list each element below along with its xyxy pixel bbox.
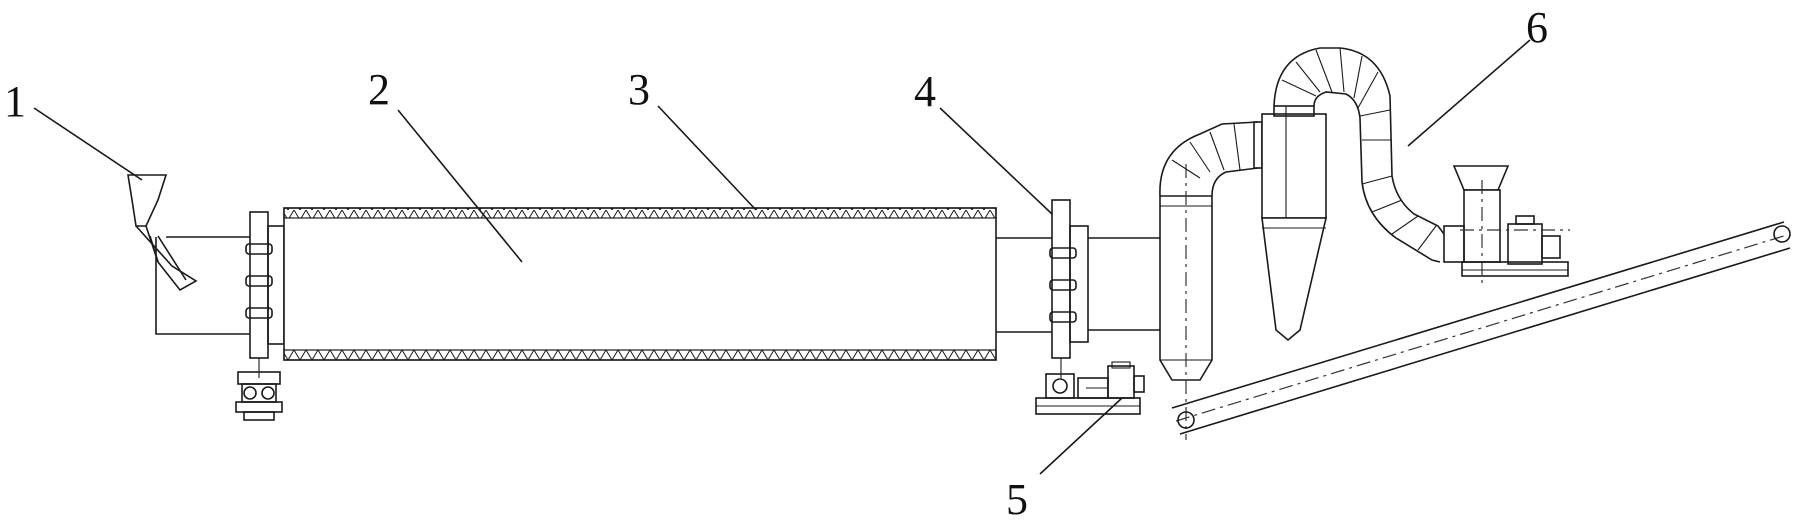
exhaust-fan bbox=[1443, 165, 1570, 286]
leader-lines bbox=[33, 39, 1531, 475]
drive-unit bbox=[1035, 361, 1145, 415]
inclined-conveyor bbox=[1171, 221, 1791, 435]
cyclone-separator bbox=[1261, 105, 1328, 342]
label-2: 2 bbox=[368, 65, 390, 114]
feed-hopper bbox=[127, 174, 250, 335]
inlet-support-roller bbox=[235, 371, 283, 421]
gooseneck-duct bbox=[1273, 47, 1445, 263]
label-5: 5 bbox=[1006, 475, 1028, 523]
label-4: 4 bbox=[914, 67, 936, 116]
label-3: 3 bbox=[628, 65, 650, 114]
exhaust-duct bbox=[1159, 121, 1263, 197]
label-1: 1 bbox=[4, 77, 26, 126]
outlet-shaft bbox=[996, 237, 1052, 333]
rotary-drum bbox=[283, 207, 997, 361]
inlet-riding-ring bbox=[245, 211, 285, 378]
discharge-connector bbox=[1088, 237, 1160, 331]
label-6: 6 bbox=[1526, 3, 1548, 52]
outlet-riding-ring bbox=[1049, 199, 1089, 378]
